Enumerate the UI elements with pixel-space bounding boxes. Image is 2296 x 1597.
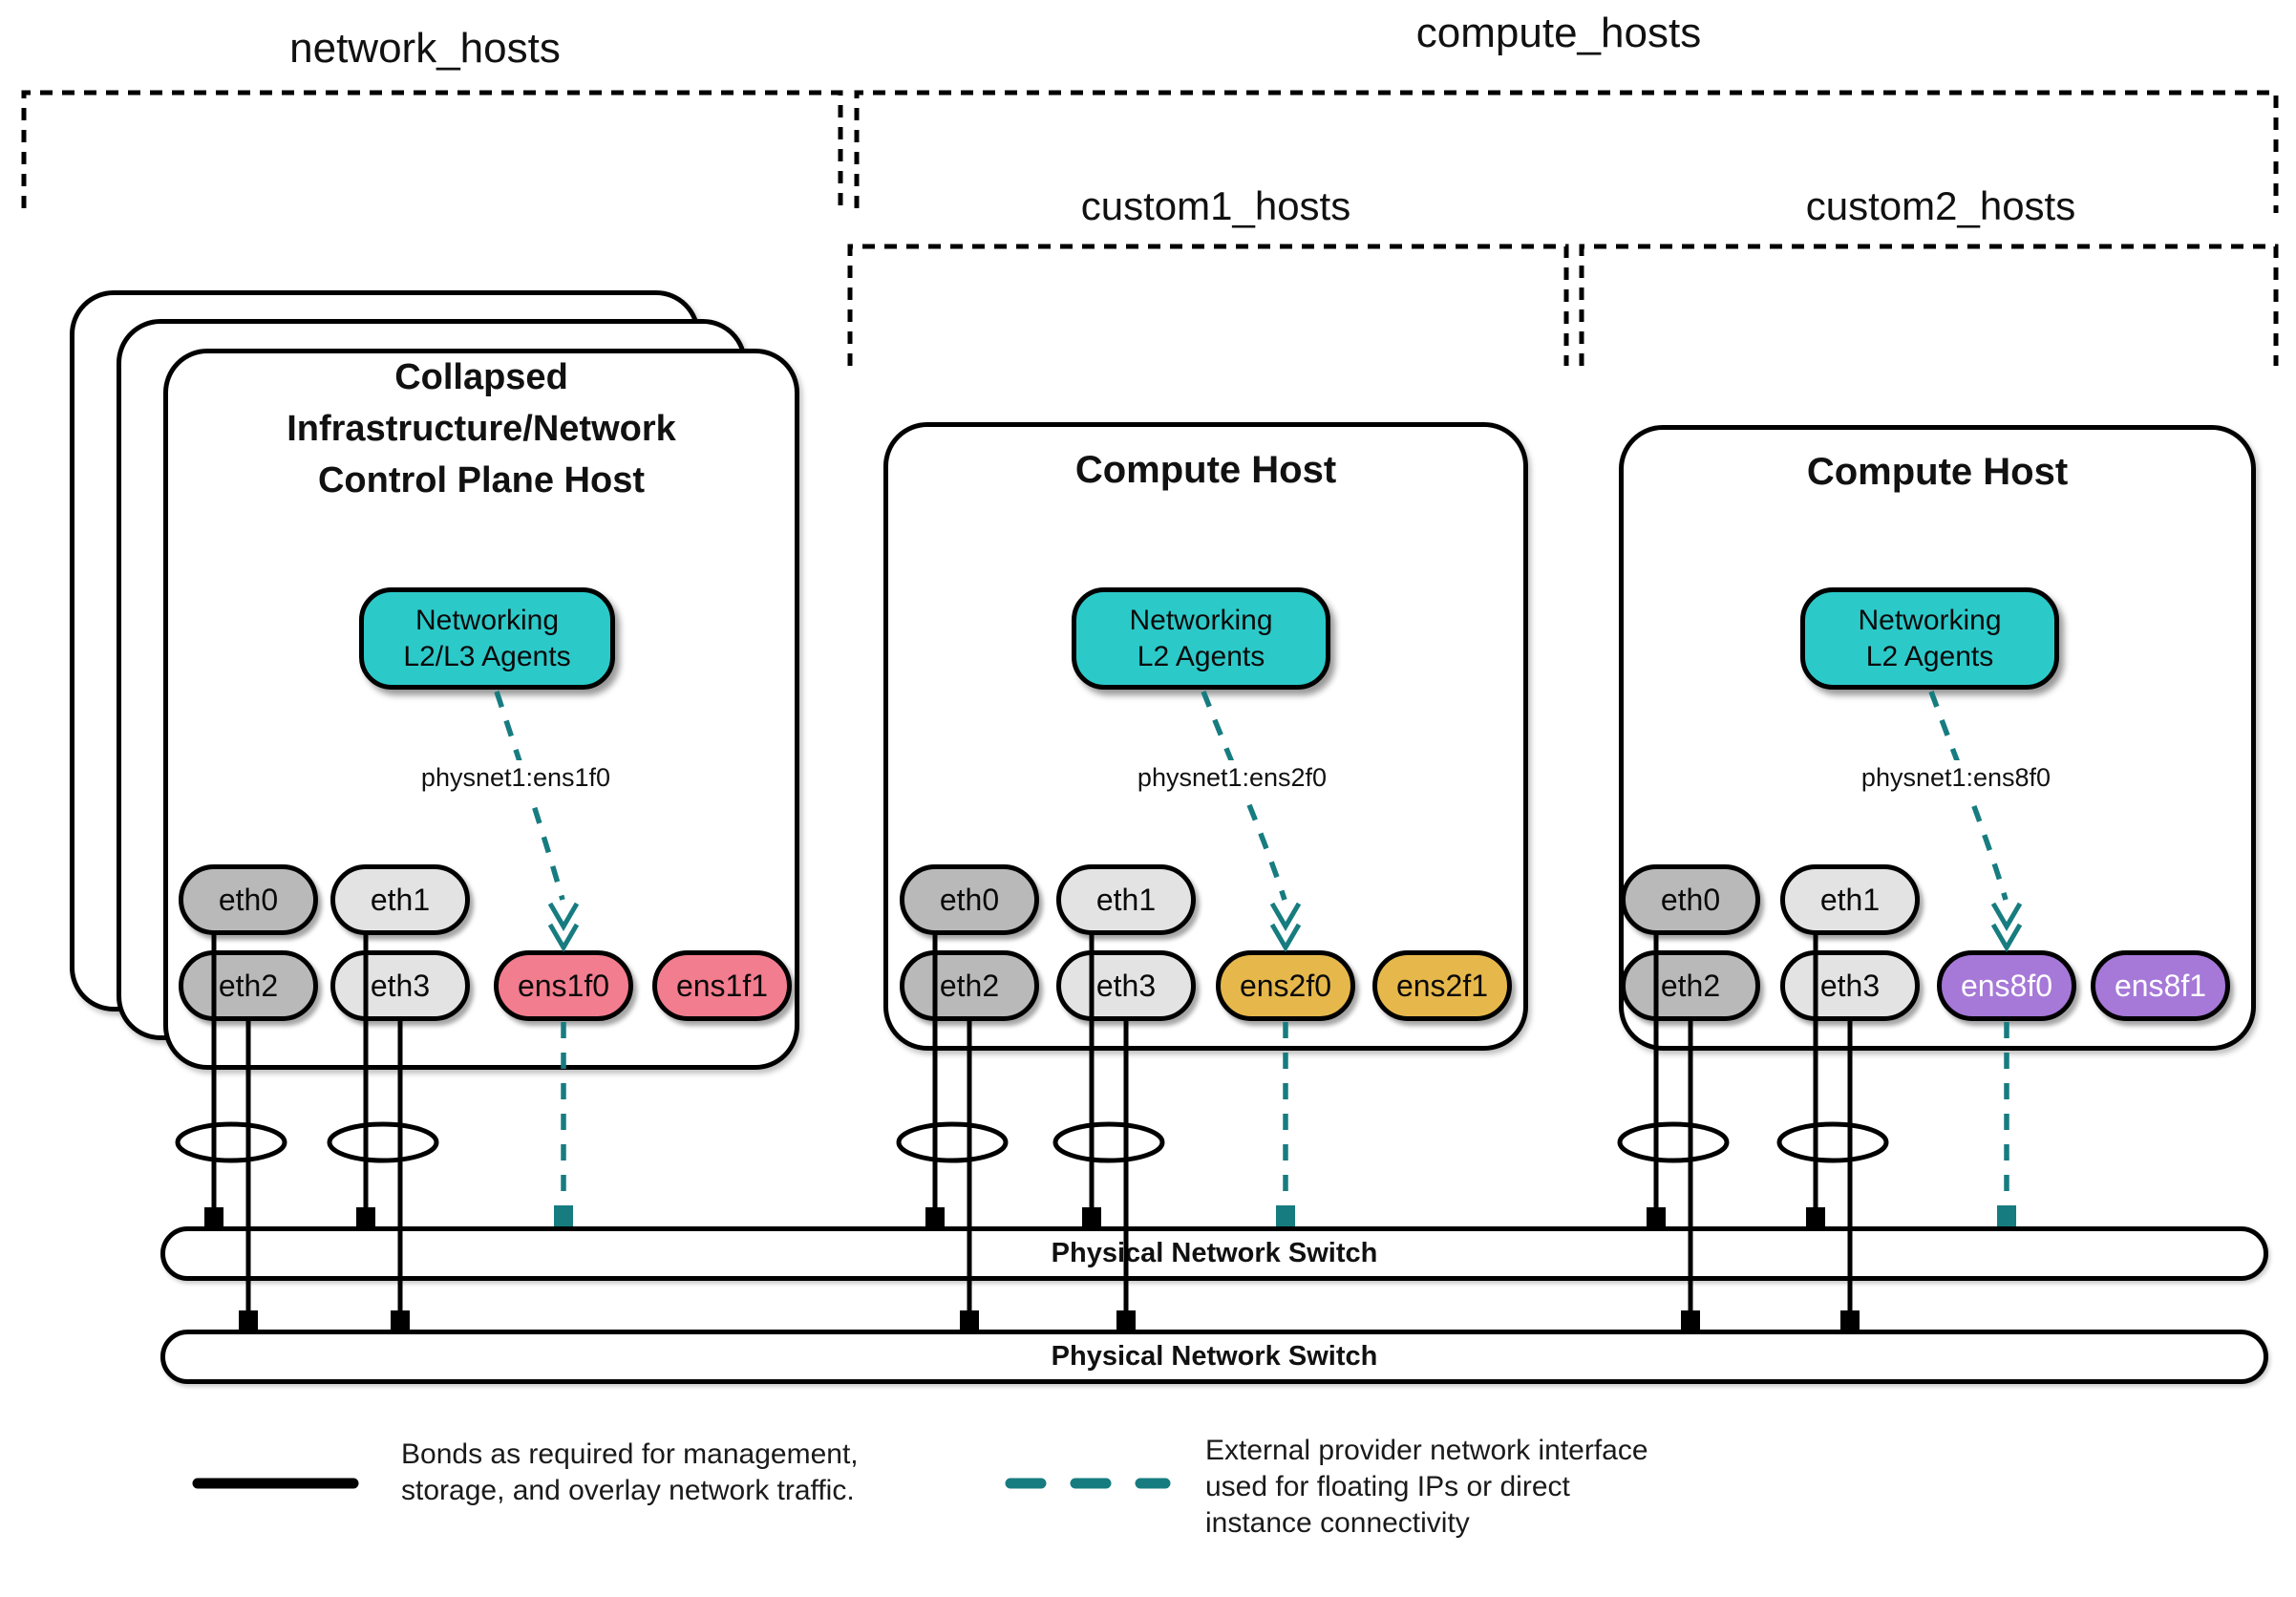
compute1-physnet-label: physnet1:ens2f0 <box>1113 760 1351 796</box>
connection-point <box>1647 1207 1666 1226</box>
nic-pill-eth2: eth2 <box>1621 950 1760 1021</box>
nic-pill-eth3: eth3 <box>1780 950 1920 1021</box>
compute1-host-title: Compute Host <box>1074 449 1337 491</box>
nic-pill-ens2f1: ens2f1 <box>1372 950 1512 1021</box>
provider-connection-point <box>554 1205 573 1226</box>
connection-point <box>1082 1207 1101 1226</box>
compute2-agent-line1: Networking <box>1858 604 2002 636</box>
compute1-agent-line2: L2 Agents <box>1137 640 1265 672</box>
connection-point <box>1116 1310 1136 1330</box>
network-hosts-label: network_hosts <box>289 25 561 72</box>
compute2-host-title: Compute Host <box>1806 451 2069 493</box>
connection-point <box>925 1207 945 1226</box>
compute1-agent-line1: Networking <box>1129 604 1273 636</box>
nic-pill-eth0: eth0 <box>900 864 1039 935</box>
nic-pill-eth3: eth3 <box>1056 950 1196 1021</box>
connection-point <box>1681 1310 1700 1330</box>
custom2-hosts-label: custom2_hosts <box>1805 183 2076 228</box>
connection-point <box>239 1310 258 1330</box>
legend-provider-text: External provider network interface used… <box>1205 1433 1740 1542</box>
control-agent-line1: Networking <box>415 604 560 636</box>
control-agent-box: Networking L2/L3 Agents <box>359 587 615 690</box>
custom1-hosts-label: custom1_hosts <box>1080 183 1351 228</box>
connection-point <box>1806 1207 1825 1226</box>
connection-point <box>204 1207 223 1226</box>
control-host-title: Collapsed Infrastructure/Network Control… <box>163 351 799 506</box>
control-host-box <box>163 349 799 1070</box>
connection-point <box>960 1310 979 1330</box>
legend-bond-line1: Bonds as required for management, <box>401 1438 859 1470</box>
compute2-agent-box: Networking L2 Agents <box>1800 587 2059 690</box>
control-agent-line2: L2/L3 Agents <box>403 640 571 672</box>
custom2-hosts-bracket <box>1579 244 2279 366</box>
nic-pill-eth0: eth0 <box>1621 864 1760 935</box>
nic-pill-eth2: eth2 <box>179 950 318 1021</box>
connection-point <box>1840 1310 1860 1330</box>
nic-pill-ens8f1: ens8f1 <box>2091 950 2230 1021</box>
bond-ring-icon <box>1776 1121 1889 1163</box>
bond-ring-icon <box>1052 1121 1165 1163</box>
nic-pill-eth1: eth1 <box>330 864 470 935</box>
provider-connection-point <box>1997 1205 2016 1226</box>
nic-pill-ens2f0: ens2f0 <box>1216 950 1355 1021</box>
compute2-physnet-label: physnet1:ens8f0 <box>1837 760 2075 796</box>
legend-provider-line2: used for floating IPs or direct <box>1205 1471 1570 1502</box>
nic-pill-eth3: eth3 <box>330 950 470 1021</box>
control-physnet-label: physnet1:ens1f0 <box>396 760 635 796</box>
compute-hosts-label: compute_hosts <box>1415 10 1702 56</box>
nic-pill-ens8f0: ens8f0 <box>1937 950 2076 1021</box>
nic-pill-ens1f0: ens1f0 <box>494 950 633 1021</box>
nic-pill-eth1: eth1 <box>1056 864 1196 935</box>
provider-connection-point <box>1276 1205 1295 1226</box>
control-host-title-line1: Collapsed <box>394 357 568 397</box>
control-host-title-line3: Control Plane Host <box>317 460 646 500</box>
bond-ring-icon <box>896 1121 1009 1163</box>
bond-ring-icon <box>1617 1121 1730 1163</box>
compute2-agent-line2: L2 Agents <box>1865 640 1994 672</box>
nic-pill-ens1f1: ens1f1 <box>652 950 792 1021</box>
nic-pill-eth0: eth0 <box>179 864 318 935</box>
legend-provider-line1: External provider network interface <box>1205 1435 1648 1466</box>
legend-bond-line2: storage, and overlay network traffic. <box>401 1475 855 1506</box>
bond-ring-icon <box>327 1121 439 1163</box>
custom1-hosts-bracket <box>847 244 1569 366</box>
compute1-agent-box: Networking L2 Agents <box>1072 587 1330 690</box>
legend-provider-line3: instance connectivity <box>1205 1507 1470 1539</box>
physical-network-switch-top: Physical Network Switch <box>160 1226 2268 1281</box>
nic-pill-eth2: eth2 <box>900 950 1039 1021</box>
legend-bond-text: Bonds as required for management, storag… <box>401 1437 936 1509</box>
control-host-title-line2: Infrastructure/Network <box>287 409 676 449</box>
nic-pill-eth1: eth1 <box>1780 864 1920 935</box>
connection-point <box>356 1207 375 1226</box>
physical-network-switch-bottom: Physical Network Switch <box>160 1330 2268 1384</box>
connection-point <box>391 1310 410 1330</box>
bond-ring-icon <box>175 1121 287 1163</box>
network-hosts-bracket <box>21 90 843 208</box>
